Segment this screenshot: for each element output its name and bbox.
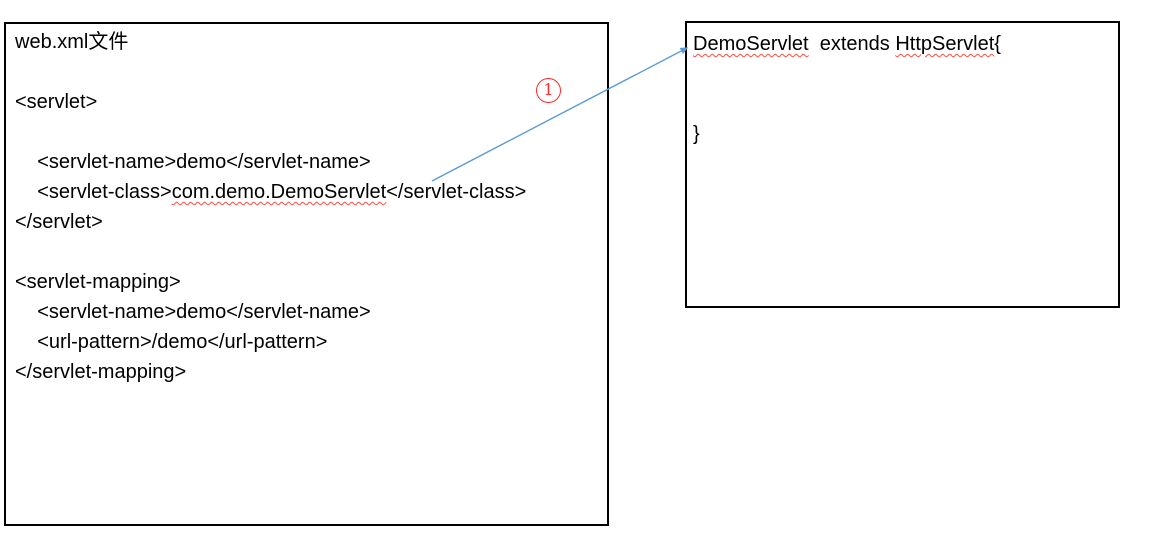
blank-line: [693, 59, 1112, 89]
open-brace-text: {: [994, 33, 1001, 55]
url-pattern-line: <url-pattern>/demo</url-pattern>: [15, 331, 328, 353]
class-declaration-line: DemoServlet extends HttpServlet{: [693, 29, 1112, 59]
close-brace-line: }: [693, 123, 700, 145]
extends-keyword-text: extends: [808, 33, 896, 55]
servlet-close-line: </servlet>: [15, 211, 103, 233]
blank-line: [15, 57, 601, 87]
step-1-badge: 1: [536, 78, 561, 103]
webxml-title: web.xml文件: [15, 31, 129, 53]
blank-line: [693, 89, 1112, 119]
servlet-class-box: DemoServlet extends HttpServlet{ }: [685, 21, 1120, 308]
blank-line: [15, 237, 601, 267]
step-number: 1: [543, 80, 554, 99]
servlet-class-line: <servlet-class>com.demo.DemoServlet</ser…: [15, 177, 601, 207]
servlet-open-line: <servlet>: [15, 91, 98, 113]
servlet-name-line: <servlet-name>demo</servlet-name>: [15, 151, 371, 173]
servlet-class-value: com.demo.DemoServlet: [171, 181, 387, 203]
servlet-class-close-tag: </servlet-class>: [386, 181, 527, 203]
blank-line: [15, 117, 601, 147]
servlet-mapping-open-line: <servlet-mapping>: [15, 271, 181, 293]
class-name-text: DemoServlet: [693, 33, 809, 55]
servlet-mapping-close-line: </servlet-mapping>: [15, 361, 187, 383]
mapping-servlet-name-line: <servlet-name>demo</servlet-name>: [15, 301, 371, 323]
servlet-class-open-tag: <servlet-class>: [15, 181, 172, 203]
webxml-box: web.xml文件 <servlet> <servlet-name>demo</…: [4, 22, 609, 526]
parent-class-text: HttpServlet: [895, 33, 995, 55]
